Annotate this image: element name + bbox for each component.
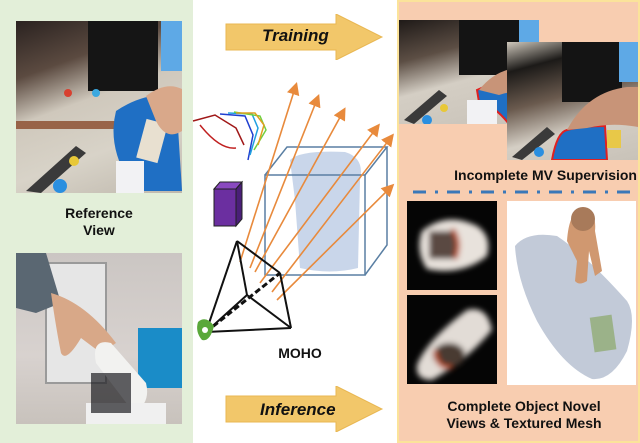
supervision-view-2-content xyxy=(512,42,638,160)
camera-frustum-icon xyxy=(205,240,292,334)
inference-arrow: Inference xyxy=(224,386,384,432)
inference-arrow-shape xyxy=(225,386,384,432)
training-arrow-shape xyxy=(225,14,384,60)
novel-view-2 xyxy=(407,295,497,384)
hand-cuboid-icon xyxy=(212,180,244,228)
hand-trajectory-icon xyxy=(192,111,267,161)
reference-view-label: Reference View xyxy=(65,205,133,238)
object-bounding-box xyxy=(264,146,389,276)
reference-view-photo xyxy=(16,21,182,193)
reference-photo-content xyxy=(16,21,182,193)
textured-mesh-content xyxy=(515,207,632,380)
inference-input-photo xyxy=(16,253,182,424)
reference-panel: Reference View xyxy=(0,0,193,443)
novel-view-1-content xyxy=(419,219,489,271)
training-label: Training xyxy=(262,26,329,45)
camera-eye-icon xyxy=(197,319,214,341)
training-arrow: Training xyxy=(224,14,384,60)
supervision-view-2 xyxy=(507,42,638,160)
inference-label: Inference xyxy=(260,400,336,419)
moho-label: MOHO xyxy=(278,345,322,361)
incomplete-mv-supervision-label: Incomplete MV Supervision xyxy=(454,167,637,183)
complete-object-novel-views-label: Complete Object Novel Views & Textured M… xyxy=(446,398,602,431)
novel-view-1 xyxy=(407,201,497,290)
novel-view-2-content xyxy=(416,309,492,380)
results-panel: Incomplete MV Supervision xyxy=(397,0,640,443)
dash-dot-separator xyxy=(413,190,637,194)
textured-mesh-render xyxy=(507,201,636,385)
inference-photo-content xyxy=(16,253,182,424)
camera-rays xyxy=(239,81,395,301)
